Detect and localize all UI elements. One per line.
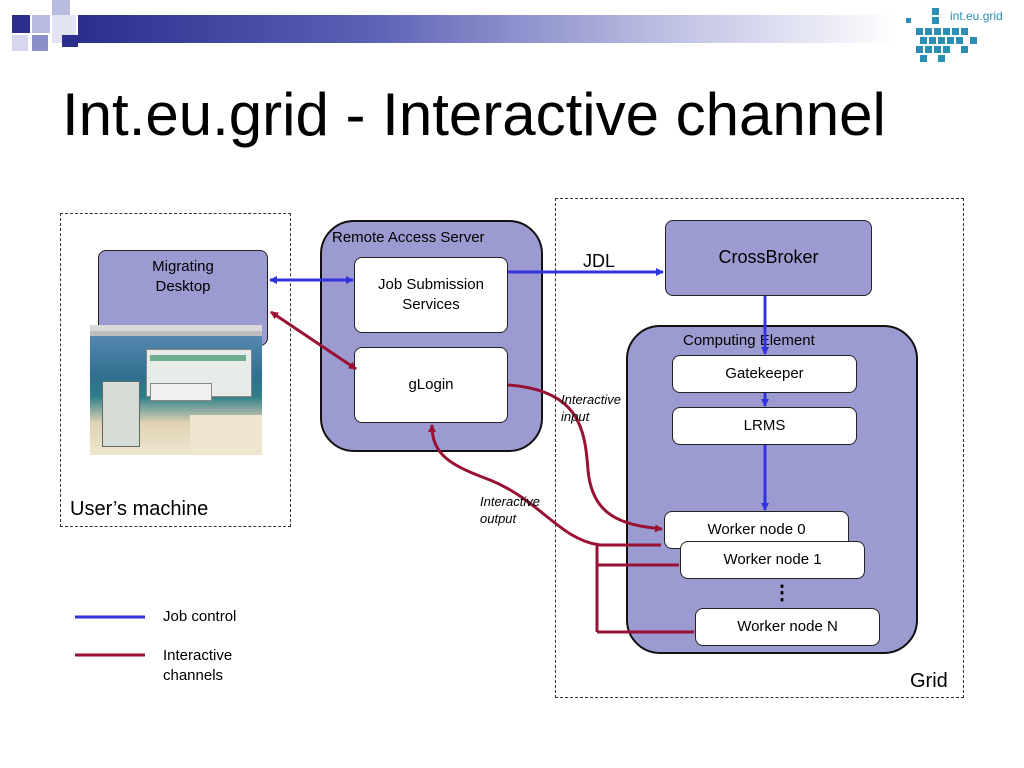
jdl-label: JDL (583, 251, 616, 271)
legend-job-control-label: Job control (163, 608, 237, 625)
migrating-desktop-label: Migrating Desktop (152, 258, 214, 296)
job-submission-services-label: Job Submission Services (378, 275, 484, 313)
lrms-box[interactable]: LRMS (672, 407, 857, 445)
users-machine-region (60, 213, 291, 527)
job-submission-services-box[interactable]: Job Submission Services (354, 257, 508, 333)
worker-nodes-ellipsis: ⋮ (772, 582, 792, 604)
grid-region (555, 198, 964, 698)
crossbroker-box[interactable]: CrossBroker (665, 220, 872, 296)
md-glogin-arrow (270, 310, 357, 371)
legend-interactive-label: Interactive channels (163, 647, 233, 685)
gatekeeper-label: Gatekeeper (725, 364, 804, 382)
interactive-output-label: Interactive output (480, 494, 540, 526)
grid-label: Grid (910, 670, 948, 692)
computing-element-label: Computing Element (683, 332, 815, 349)
lrms-label: LRMS (743, 416, 786, 434)
worker-node-n-label: Worker node N (737, 617, 838, 635)
interactive-output-arrow (428, 424, 661, 547)
interactive-input-arrow (507, 383, 663, 533)
users-machine-label: User’s machine (70, 498, 209, 520)
glogin-label: gLogin (408, 375, 454, 393)
header-bar (78, 15, 898, 43)
glogin-box[interactable]: gLogin (354, 347, 508, 423)
worker-output-bus (595, 543, 694, 634)
slide-title: Int.eu.grid - Interactive channel (62, 81, 886, 148)
gatekeeper-box[interactable]: Gatekeeper (672, 355, 857, 393)
desktop-screenshot (90, 325, 262, 455)
interactive-input-label: Interactive input (561, 392, 621, 424)
remote-access-server-label: Remote Access Server (332, 229, 485, 246)
worker-node-0-label: Worker node 0 (707, 520, 806, 538)
worker-node-1-box[interactable]: Worker node 1 (680, 541, 865, 579)
worker-node-1-label: Worker node 1 (723, 550, 822, 568)
crossbroker-label: CrossBroker (718, 247, 819, 267)
logo-text: int.eu.grid (950, 9, 1003, 23)
worker-node-n-box[interactable]: Worker node N (695, 608, 880, 646)
